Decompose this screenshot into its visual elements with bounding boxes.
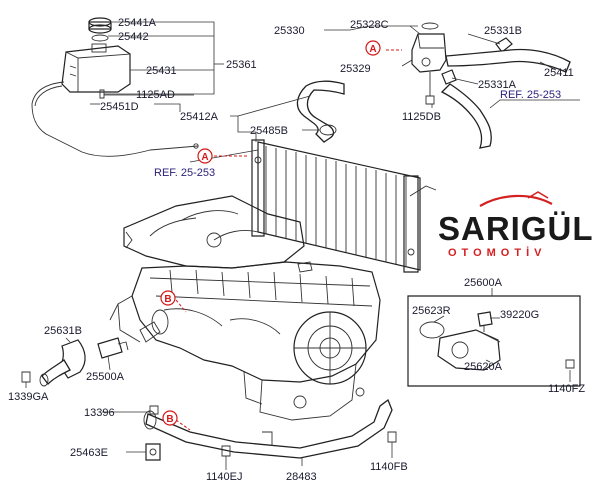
label-1125DB: 1125DB	[402, 111, 441, 123]
brand-tagline: OTOMOTİV	[448, 246, 546, 259]
ref-left: REF. 25-253	[154, 167, 215, 179]
label-25331B: 25331B	[484, 25, 522, 37]
leader-lines	[25, 21, 580, 470]
label-25623R: 25623R	[412, 305, 451, 317]
svg-text:A: A	[201, 152, 208, 163]
label-25328C: 25328C	[350, 19, 389, 31]
label-25331A: 25331A	[478, 79, 517, 91]
label-25431: 25431	[146, 65, 177, 77]
marker-a-top: A	[365, 40, 381, 56]
label-25329: 25329	[340, 63, 371, 75]
thermostat-inset	[407, 295, 581, 387]
label-1125AD: 1125AD	[136, 89, 175, 101]
water-outlet-assembly	[411, 22, 571, 149]
svg-text:B: B	[164, 294, 171, 305]
bypass-pipe	[143, 398, 397, 461]
label-25620A: 25620A	[464, 361, 503, 373]
svg-text:A: A	[369, 44, 376, 55]
label-1140EJ: 1140EJ	[206, 471, 243, 483]
engine-block	[109, 195, 381, 421]
radiator	[251, 139, 437, 273]
part-labels: 25441A 25442 25431 25361 1125AD 25451D 2…	[8, 17, 585, 483]
label-25361: 25361	[226, 59, 257, 71]
label-28483: 28483	[286, 471, 317, 483]
brand-logo: SARIGÜL OTOMOTİV	[438, 191, 594, 259]
label-25600A: 25600A	[464, 277, 503, 289]
marker-b-block: B	[160, 290, 176, 306]
label-1339GA: 1339GA	[8, 391, 49, 403]
label-25631B: 25631B	[44, 325, 82, 337]
water-inlet-assembly	[21, 309, 169, 387]
ref-top: REF. 25-253	[500, 89, 561, 101]
reservoir-assembly	[31, 17, 199, 157]
marker-b-pipe: B	[162, 410, 178, 426]
brand-name: SARIGÜL	[438, 210, 594, 247]
svg-text:B: B	[166, 414, 173, 425]
label-1140FB: 1140FB	[370, 461, 408, 473]
label-25442: 25442	[118, 31, 149, 43]
upper-hose	[296, 80, 345, 143]
label-25441A: 25441A	[118, 17, 157, 29]
label-25330: 25330	[274, 25, 305, 37]
label-25412A: 25412A	[180, 111, 219, 123]
label-13396: 13396	[84, 407, 115, 419]
label-39220G: 39220G	[500, 309, 539, 321]
label-25411: 25411	[544, 67, 574, 79]
label-25500A: 25500A	[86, 371, 125, 383]
label-1140FZ: 1140FZ	[548, 383, 585, 395]
ref-dash-lines	[175, 49, 402, 431]
label-25451D: 25451D	[100, 101, 139, 113]
marker-a-left: A	[197, 148, 213, 164]
label-25485B: 25485B	[250, 125, 288, 137]
label-25463E: 25463E	[70, 447, 108, 459]
